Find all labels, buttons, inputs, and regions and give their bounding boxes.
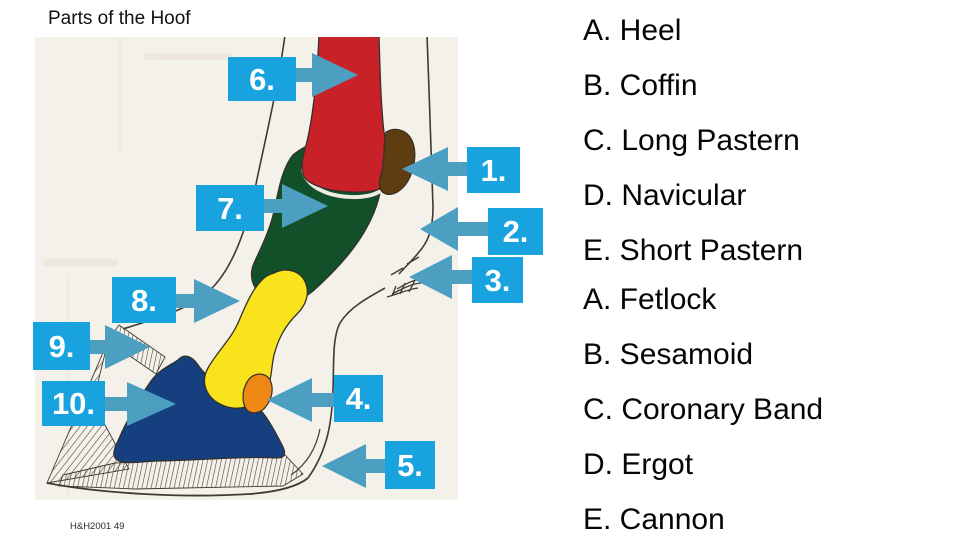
answer-item: D. Navicular — [583, 178, 747, 212]
label-box-2: 2. — [488, 208, 543, 255]
page-title: Parts of the Hoof — [48, 8, 191, 29]
ergot-hair-tuft — [386, 277, 424, 298]
red-bone-region — [301, 37, 393, 193]
image-credit: H&H2001 49 — [70, 521, 125, 532]
scan-smudge — [155, 55, 225, 59]
answer-item: B. Sesamoid — [583, 337, 754, 371]
answer-group-1: A. Heel B. Coffin C. Long Pastern D. Nav… — [583, 3, 823, 278]
coronary-band-hatch — [107, 324, 166, 375]
label-box-7: 7. — [196, 185, 264, 231]
answer-item: D. Ergot — [583, 447, 694, 481]
pastern-back-outline — [307, 287, 386, 479]
label-box-1: 1. — [467, 147, 520, 193]
label-box-10: 10. — [42, 381, 105, 426]
answer-item: E. Short Pastern — [583, 233, 804, 267]
brown-bone-region — [378, 128, 416, 196]
label-box-4: 4. — [334, 375, 383, 422]
fetlock-dashes — [390, 256, 420, 276]
label-box-5: 5. — [385, 441, 435, 489]
answer-item: A. Fetlock — [583, 282, 717, 316]
answer-list: A. Heel B. Coffin C. Long Pastern D. Nav… — [583, 3, 823, 540]
ground-line — [46, 477, 309, 497]
answer-group-2: A. Fetlock B. Sesamoid C. Coronary Band … — [583, 272, 823, 540]
answer-item: C. Coronary Band — [583, 392, 824, 426]
answer-item: C. Long Pastern — [583, 123, 800, 157]
answer-item: A. Heel — [583, 13, 682, 47]
hoof-anatomy-svg — [43, 37, 434, 497]
answer-item: E. Cannon — [583, 502, 725, 536]
label-box-8: 8. — [112, 277, 176, 323]
label-box-3: 3. — [472, 257, 523, 303]
scan-smudge — [43, 259, 118, 266]
label-box-6: 6. — [228, 57, 296, 101]
hoof-anatomy-image — [35, 37, 458, 500]
answer-item: B. Coffin — [583, 68, 698, 102]
label-box-9: 9. — [33, 322, 90, 370]
